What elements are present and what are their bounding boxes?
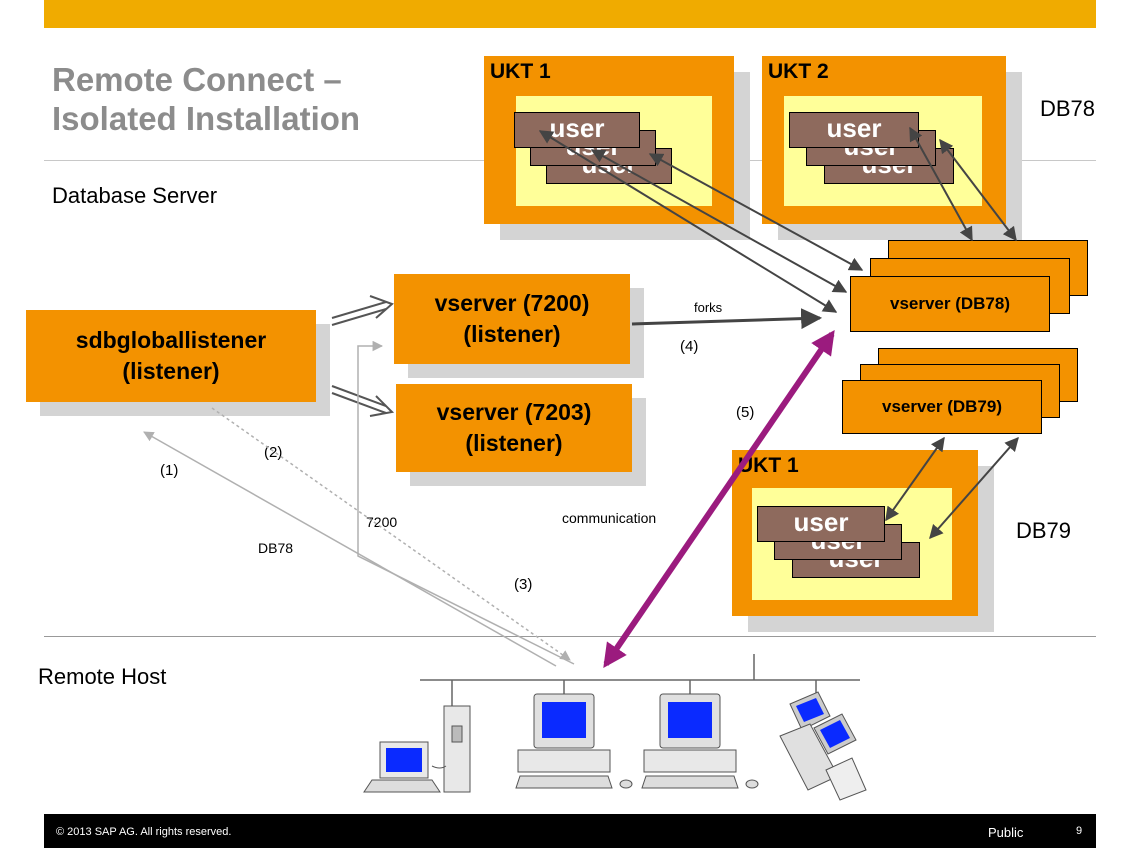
- vserver-7203-line2: (listener): [465, 430, 563, 456]
- title-line-1: Remote Connect –: [52, 61, 342, 98]
- vserver-7203-line1: vserver (7203): [436, 399, 592, 425]
- section-database-server: Database Server: [52, 183, 218, 208]
- tower-drive: [451, 725, 463, 743]
- label-db: DB78: [258, 540, 294, 556]
- link-arrow: [909, 126, 973, 242]
- section-remote-host: Remote Host: [38, 664, 167, 689]
- footer-bar: © 2013 SAP AG. All rights reserved. Publ…: [44, 814, 1096, 848]
- communication-arrow: [603, 330, 835, 668]
- db78-label: DB78: [1040, 96, 1096, 121]
- vserver-db79-box: vserver (DB79): [842, 380, 1042, 434]
- footer-copyright: © 2013 SAP AG. All rights reserved.: [56, 826, 232, 838]
- laptop-keyboard: [363, 779, 441, 793]
- link-arrow: [538, 130, 838, 313]
- double-arrow-line: [331, 392, 387, 414]
- double-arrow-line: [331, 385, 387, 407]
- sdbgloballistener-line1: sdbgloballistener: [75, 327, 267, 353]
- footer-classification: Public: [988, 825, 1024, 840]
- db79-label: DB79: [1016, 518, 1072, 543]
- label-port: 7200: [366, 514, 398, 530]
- divider-bottom: [44, 636, 1096, 637]
- double-arrow-line: [331, 308, 387, 326]
- user-vserver-links-db79: [885, 436, 1019, 540]
- workstation-icon: [779, 691, 867, 801]
- double-arrow-line: [331, 301, 387, 319]
- top-accent-bar: [44, 0, 1096, 28]
- double-arrow-head: [369, 295, 394, 319]
- workstation-screen: [796, 698, 824, 722]
- desktop-case: [517, 749, 611, 773]
- link-arrow: [929, 436, 1019, 540]
- link-arrow: [939, 138, 1017, 242]
- computer-laptop-icon: [363, 705, 471, 793]
- label-step-3: (3): [514, 576, 533, 593]
- monitor-screen: [668, 702, 712, 738]
- desktop-keyboard: [515, 775, 613, 789]
- vserver-db79-label: vserver (DB79): [881, 397, 1002, 416]
- ukt2-db78-label: UKT 2: [768, 60, 829, 83]
- link-arrow: [590, 149, 848, 293]
- laptop-cable: [431, 765, 447, 769]
- desktop-computer-icon: [641, 693, 759, 789]
- label-step-1: (1): [160, 462, 179, 479]
- sdbgloballistener-line2: (listener): [122, 358, 220, 384]
- laptop-screen: [386, 748, 422, 772]
- network-bus: [420, 654, 860, 706]
- forks-arrow: [631, 308, 823, 330]
- sdbgloballistener-box: sdbgloballistener (listener): [26, 310, 316, 402]
- connect-7200-arrow: [357, 340, 575, 665]
- monitor-screen: [542, 702, 586, 738]
- listener-double-arrows: [331, 295, 395, 417]
- desktop-keyboard: [641, 775, 739, 789]
- request-db78-arrow: [143, 431, 557, 667]
- desktop-case: [643, 749, 737, 773]
- vserver-db78-label: vserver (DB78): [889, 294, 1010, 313]
- vserver-7200-line2: (listener): [463, 321, 561, 347]
- vserver-db78-box: vserver (DB78): [850, 276, 1050, 332]
- link-arrow: [885, 436, 945, 522]
- label-step-2: (2): [264, 444, 283, 461]
- workstation-pad: [825, 757, 867, 801]
- response-port-arrow: [211, 407, 571, 661]
- mouse: [619, 779, 633, 789]
- footer-page-number: 9: [1076, 825, 1083, 837]
- mouse: [745, 779, 759, 789]
- tower-case: [443, 705, 471, 793]
- slide-title: Remote Connect – Isolated Installation: [52, 60, 360, 138]
- double-arrow-head: [369, 395, 395, 417]
- link-arrow: [648, 153, 864, 271]
- ukt1-db78-label: UKT 1: [490, 60, 551, 83]
- title-line-2: Isolated Installation: [52, 100, 361, 137]
- user-vserver-links-db78: [538, 126, 1017, 313]
- desktop-computer-icon: [515, 693, 633, 789]
- workstation-screen-2: [820, 720, 850, 748]
- vserver-7203-box: vserver (7203) (listener): [396, 384, 632, 472]
